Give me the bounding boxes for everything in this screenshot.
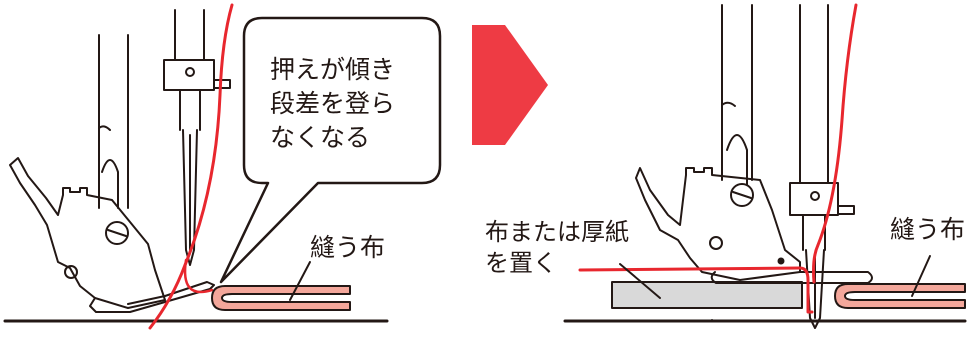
left-fabric-leader <box>289 261 311 301</box>
left-panel <box>3 3 442 330</box>
spacer-leader <box>619 263 661 299</box>
callout-line-3: なくなる <box>270 123 370 152</box>
right-foot-screw <box>730 183 754 207</box>
spacer-block <box>611 281 803 309</box>
right-presser-bar <box>721 4 753 186</box>
spacer-label-line-2: を置く <box>485 249 557 277</box>
right-fabric <box>834 283 966 309</box>
callout-line-2: 段差を登ら <box>270 89 395 118</box>
left-presser-foot <box>9 157 215 313</box>
spacer-label-line-1: 布または厚紙 <box>485 218 629 246</box>
right-panel <box>563 3 967 329</box>
left-foot-screw <box>105 221 129 245</box>
left-needle-bar <box>163 9 231 266</box>
callout-line-1: 押えが傾き <box>270 55 395 84</box>
left-callout-bubble <box>219 16 442 284</box>
left-fabric <box>211 285 351 311</box>
right-needle-bar <box>789 4 855 329</box>
transition-arrow <box>472 25 548 145</box>
right-fabric-leader <box>911 255 931 297</box>
left-thread <box>148 3 234 330</box>
right-fabric-label: 縫う布 <box>890 215 965 244</box>
left-fabric-label: 縫う布 <box>310 233 385 262</box>
right-thread <box>812 3 858 284</box>
left-presser-bar <box>98 34 129 209</box>
